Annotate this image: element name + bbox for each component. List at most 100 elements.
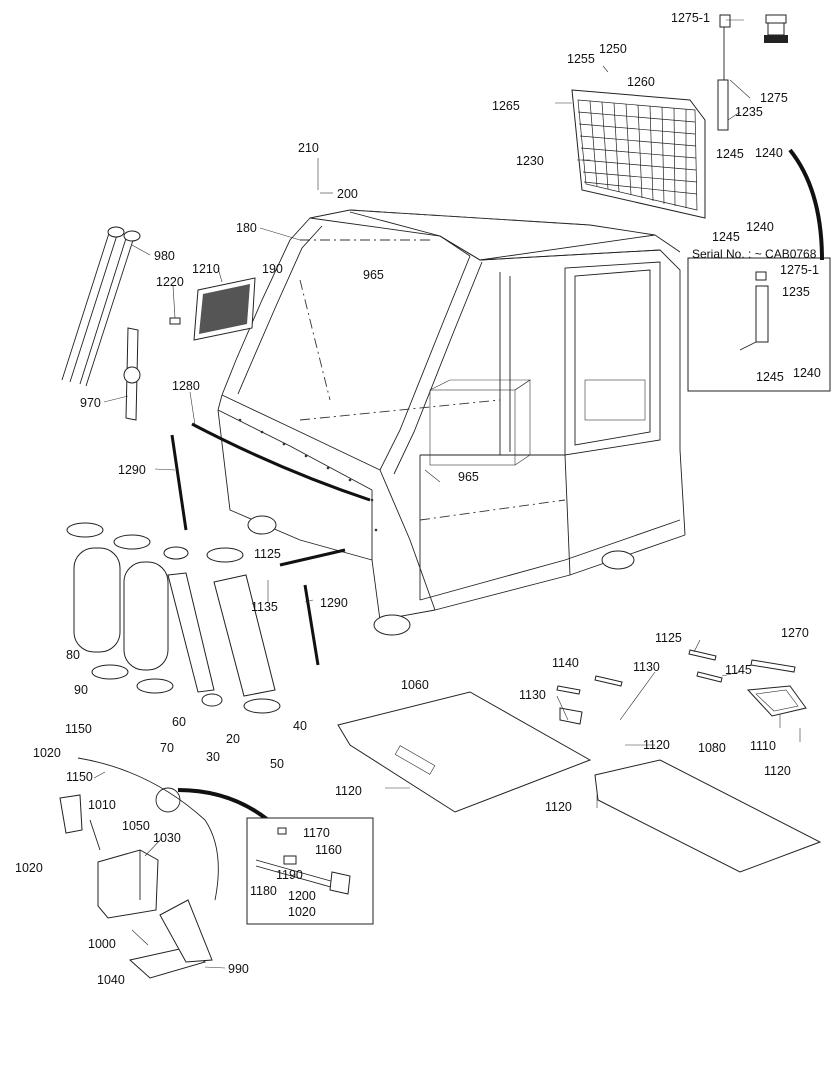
label: 1255 [567, 52, 595, 66]
label: 1080 [698, 741, 726, 755]
label: 965 [363, 268, 384, 282]
label: 1120 [335, 784, 362, 798]
label: 50 [270, 757, 284, 771]
hose-1050 [89, 819, 101, 851]
label: 1275-1 [671, 11, 710, 25]
zoom-arrow [177, 788, 270, 822]
label: 1200 [288, 889, 316, 903]
zoom-circle [155, 787, 181, 813]
label: 1130 [633, 660, 660, 674]
beacon-light-icon [764, 14, 788, 43]
leader-lines [93, 19, 801, 969]
label: 1020 [15, 861, 43, 875]
label: 1060 [401, 678, 429, 692]
serial-note: Serial No. : ~ CAB0768 [692, 247, 817, 261]
label: 1050 [122, 819, 150, 833]
label: 1020 [288, 905, 316, 919]
label: 1230 [516, 154, 544, 168]
label: 970 [80, 396, 101, 410]
label: 200 [337, 187, 358, 201]
label: 20 [226, 732, 240, 746]
label: 1280 [172, 379, 200, 393]
label: 40 [293, 719, 307, 733]
small-brackets [556, 649, 723, 725]
air-filter-1210 [193, 277, 256, 341]
bolt-1220 [169, 317, 181, 325]
label: 1040 [97, 973, 125, 987]
detail-box-hose [246, 817, 374, 925]
seal-1290-front [303, 584, 320, 666]
bracket-1235 [717, 14, 731, 131]
hose-1150 [77, 757, 219, 901]
label: 1150 [65, 722, 92, 736]
wiper-arm-980 [61, 226, 141, 387]
label: 1245 [716, 147, 744, 161]
cab-frame [217, 209, 686, 636]
label: 1245 [712, 230, 740, 244]
label: 70 [160, 741, 174, 755]
label: 1120 [545, 800, 572, 814]
label: 210 [298, 141, 319, 155]
label: 1260 [627, 75, 655, 89]
label: 1110 [750, 739, 776, 753]
label: 80 [66, 648, 80, 662]
label: 1290 [118, 463, 146, 477]
label: 1180 [250, 884, 277, 898]
callout-labels: 1275-1 1275 1250 1255 1260 1265 1235 124… [15, 11, 821, 987]
floor-panel-1080 [594, 759, 822, 873]
tank-1030 [97, 849, 159, 919]
label: 1245 [756, 370, 784, 384]
strip-1270 [750, 659, 796, 673]
bracket-1010 [59, 794, 83, 834]
rear-mesh-guard [571, 89, 706, 219]
hose-fittings [255, 827, 351, 895]
label: 1140 [552, 656, 579, 670]
label: 1125 [254, 547, 281, 561]
serial-bracket [739, 271, 769, 351]
label: 60 [172, 715, 186, 729]
tray-990 [128, 899, 213, 979]
label: 1170 [303, 826, 330, 840]
label: 1000 [88, 937, 116, 951]
label: 190 [262, 262, 283, 276]
label: 1265 [492, 99, 520, 113]
label: 1125 [655, 631, 682, 645]
label: 1240 [746, 220, 774, 234]
label: 1145 [725, 663, 752, 677]
label: 1010 [88, 798, 116, 812]
label: 1030 [153, 831, 181, 845]
label: 1020 [33, 746, 61, 760]
label: 1275 [760, 91, 788, 105]
label: 1160 [315, 843, 342, 857]
label: 1190 [276, 868, 303, 882]
strip-1135 [279, 548, 346, 567]
label: 980 [154, 249, 175, 263]
label: 1210 [192, 262, 220, 276]
tray-1110 [746, 685, 807, 717]
seal-1290-left [170, 434, 188, 531]
serial-arrow [788, 148, 824, 261]
label: 30 [206, 750, 220, 764]
label: 1150 [66, 770, 93, 784]
label: 1250 [599, 42, 627, 56]
label: 1240 [793, 366, 821, 380]
label: 1235 [782, 285, 810, 299]
label: 1120 [764, 764, 791, 778]
floor-panel-1060 [337, 691, 592, 813]
label: 180 [236, 221, 257, 235]
label: 1220 [156, 275, 184, 289]
cylinder-set [66, 522, 281, 714]
label: 990 [228, 962, 249, 976]
label: 90 [74, 683, 88, 697]
label: 1240 [755, 146, 783, 160]
wiper-motor-970 [123, 327, 141, 421]
label: 1120 [643, 738, 670, 752]
cowl-rivets [238, 418, 378, 532]
label: 1135 [251, 600, 278, 614]
label: 965 [458, 470, 479, 484]
label: 1130 [519, 688, 546, 702]
label: 1275-1 [780, 263, 819, 277]
label: 1290 [320, 596, 348, 610]
label: 1270 [781, 626, 809, 640]
